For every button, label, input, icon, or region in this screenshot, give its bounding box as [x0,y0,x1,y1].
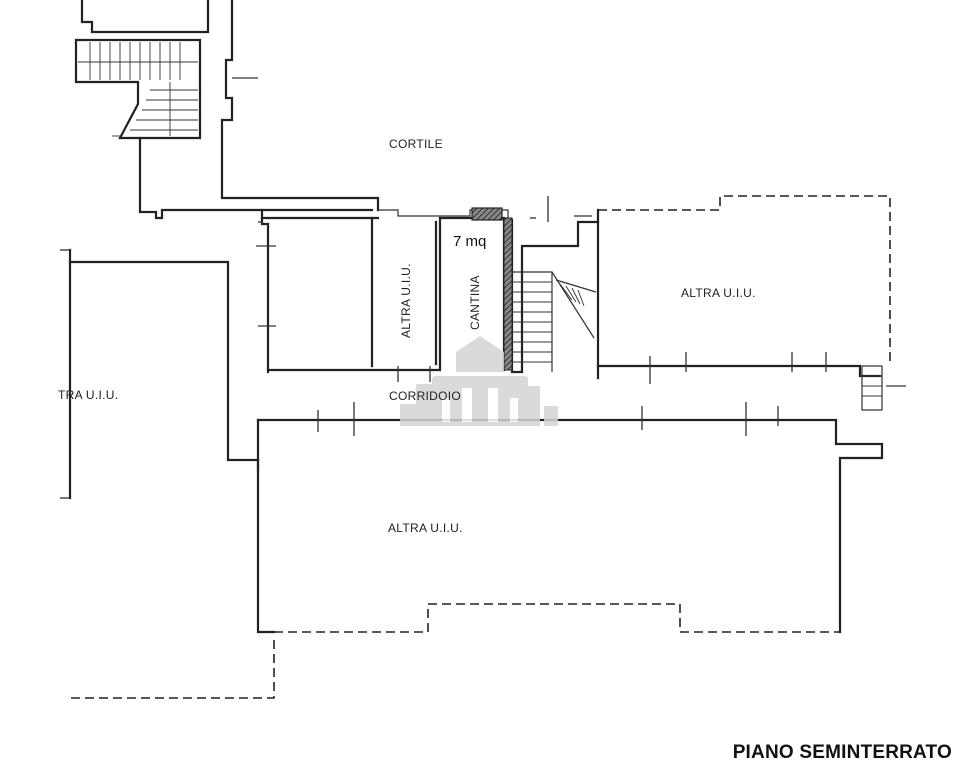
label-corridoio: CORRIDOIO [389,389,461,403]
bottom-unit [66,402,884,699]
far-left-unit [60,248,260,500]
watermark-logo [400,336,558,426]
right-unit [596,195,906,411]
inner-stair [512,271,597,372]
label-altra-uiu-bottom: ALTRA U.I.U. [388,521,463,535]
stair-steps-top [78,42,198,137]
central-walls [256,196,600,382]
label-cortile: CORTILE [389,137,443,151]
stair-tower [74,0,380,220]
label-altra-uiu-vertical: ALTRA U.I.U. [399,263,413,338]
floor-title: PIANO SEMINTERRATO [732,742,952,763]
label-altra-uiu-right: ALTRA U.I.U. [681,286,756,300]
label-cantina-area: 7 mq [453,233,486,250]
label-cantina: CANTINA [468,275,482,330]
label-altra-uiu-far-left: TRA U.I.U. [58,388,118,402]
